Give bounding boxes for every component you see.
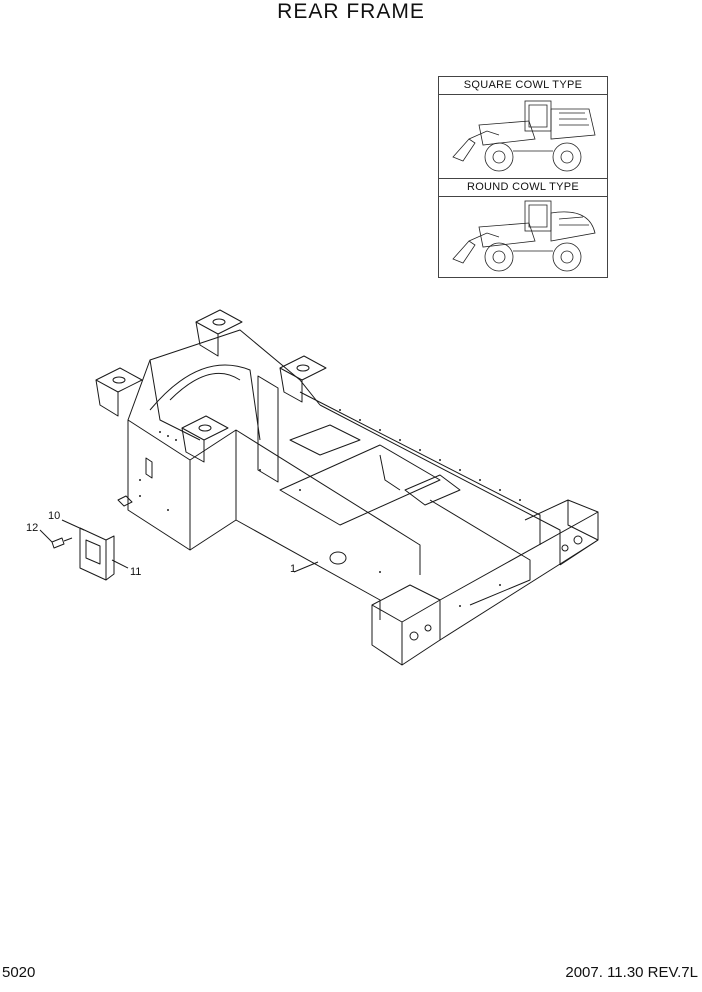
square-cowl-loader-image [452, 100, 596, 172]
rear-frame-drawing [39, 309, 599, 666]
callout-11: 11 [130, 566, 142, 578]
revision-date: 2007. 11.30 REV.7L [565, 964, 698, 981]
cowl-type-inset: SQUARE COWL TYPE ROUND COWL TYPE [438, 76, 608, 278]
page-title: REAR FRAME [277, 0, 425, 23]
callout-1: 1 [290, 563, 297, 575]
square-cowl-label: SQUARE COWL TYPE [439, 77, 607, 95]
round-cowl-loader-image [452, 200, 596, 272]
callout-12: 12 [26, 522, 39, 534]
page-number: 5020 [2, 964, 36, 981]
callout-10: 10 [48, 510, 61, 522]
inset-divider [439, 178, 607, 179]
round-cowl-label: ROUND COWL TYPE [439, 179, 607, 197]
